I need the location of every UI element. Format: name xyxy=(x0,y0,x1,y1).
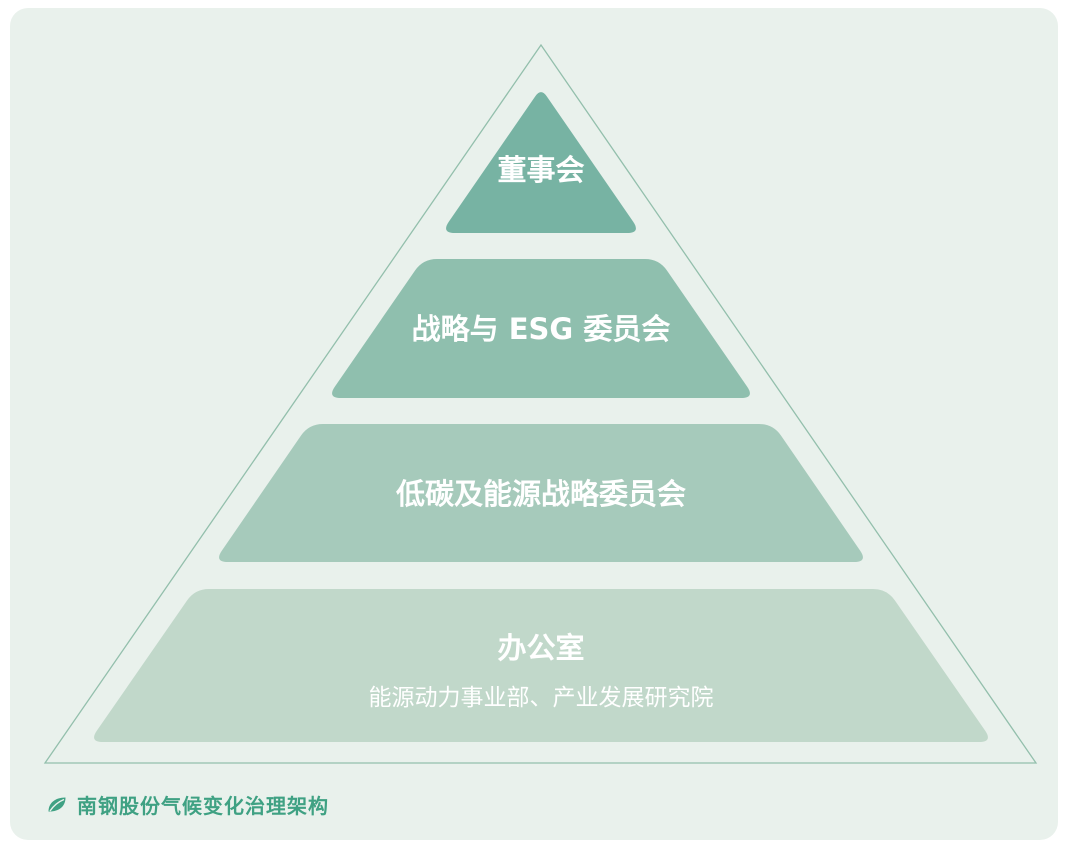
diagram-caption-text: 南钢股份气候变化治理架构 xyxy=(77,794,329,818)
pyramid-layer-board xyxy=(446,92,636,233)
layer-office-sublabel: 能源动力事业部、产业发展研究院 xyxy=(369,685,714,711)
layer-office-label: 办公室 xyxy=(497,631,584,665)
pyramid-layer-lowcarbon-committee xyxy=(219,424,863,562)
pyramid-layer-esg-committee xyxy=(332,259,750,398)
pyramid-outline xyxy=(43,43,1038,764)
layer-lowcarbon-committee-label: 低碳及能源战略委员会 xyxy=(395,477,686,511)
layer-esg-committee-label: 战略与 ESG 委员会 xyxy=(412,312,671,346)
leaf-icon xyxy=(48,797,66,812)
layer-board-label: 董事会 xyxy=(497,153,584,187)
pyramid-layer-office xyxy=(94,589,988,742)
diagram-caption: 南钢股份气候变化治理架构 xyxy=(46,790,329,819)
